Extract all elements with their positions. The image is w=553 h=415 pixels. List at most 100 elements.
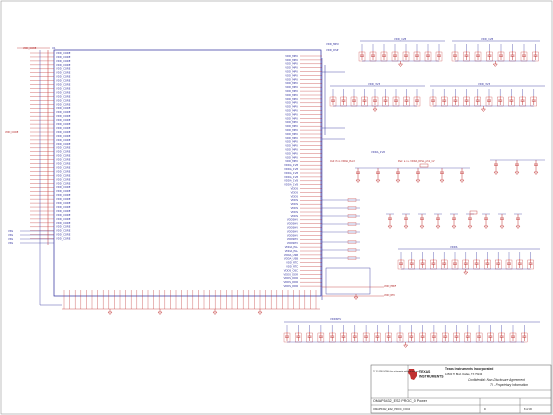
- capacitor-icon: [442, 331, 448, 342]
- capacitor-icon: [497, 95, 503, 106]
- resistor-icon: [347, 256, 357, 260]
- resistor-icon: [347, 214, 357, 218]
- right-pin-label: VDDS_DDR: [283, 284, 298, 288]
- capacitor-icon: [467, 213, 473, 224]
- capacitor-icon: [451, 213, 457, 224]
- left-pin-label: VDD_CORE: [56, 142, 71, 146]
- capacitor-icon: [341, 331, 346, 342]
- capacitor-icon: [284, 331, 290, 342]
- left-pin-label: VDD_CORE: [56, 193, 71, 197]
- capacitor-icon: [307, 331, 312, 342]
- left-pin-label: VDD_CORE: [56, 98, 71, 102]
- capacitor-icon: [362, 95, 367, 106]
- capacitor-icon: [486, 95, 492, 106]
- right-pin-label: VDD_MPU: [285, 62, 298, 66]
- ground-icon: [451, 222, 457, 229]
- capacitor-icon: [351, 95, 357, 106]
- left-pin-label: VDD_CORE: [56, 162, 71, 166]
- ground-icon: [439, 176, 445, 183]
- capacitor-icon: [475, 50, 481, 61]
- left-pin-label: VDD_CORE: [56, 126, 71, 130]
- capacitor-icon: [404, 95, 409, 106]
- left-pin-label: VDD_CORE: [56, 118, 71, 122]
- left-pin-label: VDD_CORE: [56, 90, 71, 94]
- out-b-label: VDD_RTC: [384, 294, 395, 297]
- left-pin-label: VDD_CORE: [56, 201, 71, 205]
- right-pin-label: VDDSHV: [287, 218, 298, 222]
- left-pin-label: VDD_CORE: [56, 114, 71, 118]
- left-signal-label: VSS: [8, 229, 13, 233]
- resistor-icon: [347, 240, 357, 244]
- address: 12500 TI Blvd. Dallas, TX 75243: [445, 372, 483, 376]
- capacitor-icon: [485, 258, 490, 269]
- cap-bank-d: [429, 89, 537, 112]
- logo-text-2: INSTRUMENTS: [419, 375, 444, 379]
- right-pin-label: VDDA_USB: [284, 257, 298, 261]
- capacitor-icon: [510, 331, 516, 342]
- left-pin-label: VDD_CORE: [56, 185, 71, 189]
- ground-icon: [415, 176, 421, 183]
- capacitor-icon: [370, 50, 376, 61]
- disclaimer: TI TO PROVIDE this schematic without war…: [373, 370, 421, 373]
- capacitor-icon: [517, 258, 523, 269]
- capacitor-icon: [398, 258, 404, 269]
- ground-icon: [403, 341, 408, 348]
- right-pin-label: VDDS: [291, 194, 299, 198]
- capacitor-icon: [499, 213, 505, 224]
- left-pin-label: VDD_CORE: [56, 205, 71, 209]
- small-filter-row: [386, 210, 522, 229]
- capacitor-icon: [498, 50, 504, 61]
- left-pin-label: VDD_CORE: [56, 106, 71, 110]
- capacitor-icon: [295, 331, 301, 342]
- left-rail-label: VDD_CORE: [5, 131, 19, 134]
- ground-icon: [353, 293, 359, 300]
- right-pin-label: VDDS: [291, 187, 299, 191]
- capacitor-icon: [341, 95, 346, 106]
- confidential-line-1: Confidential: Non-Disclosure Agreement: [468, 378, 525, 382]
- ground-icon: [157, 308, 163, 315]
- ground-icon: [403, 222, 409, 229]
- capacitor-icon: [506, 258, 512, 269]
- right-pin-label: VDD_MPU: [285, 151, 298, 155]
- capacitor-icon: [452, 258, 458, 269]
- right-pin-label: VDD_MPU: [285, 81, 298, 85]
- right-pin-label: VDD_MPU: [285, 73, 298, 77]
- left-pin-label: VDD_CORE: [56, 134, 71, 138]
- capacitor-icon: [363, 331, 369, 342]
- ground-icon: [355, 176, 361, 183]
- right-pin-label: VDD_MPU: [285, 148, 298, 152]
- sheet-title: OMAP5432_ES2 PROC_0 Power: [373, 399, 428, 403]
- right-pin-label: VDDS: [291, 198, 299, 202]
- right-pin-label: VDD_MPU: [285, 109, 298, 113]
- capacitor-icon: [430, 95, 436, 106]
- ground-icon: [463, 268, 469, 275]
- capacitor-icon: [441, 258, 447, 269]
- capacitor-icon: [386, 331, 392, 342]
- capacitor-icon: [459, 167, 465, 178]
- capacitor-icon: [483, 213, 489, 224]
- right-pin-label: VDD_MPU: [285, 112, 298, 116]
- capacitor-icon: [493, 159, 499, 170]
- left-pin-label: VDD_CORE: [56, 150, 71, 154]
- left-pin-label: VDD_CORE: [56, 79, 71, 83]
- left-pin-label: VDD_CORE: [56, 94, 71, 98]
- right-pin-column: VDD_MPUVDD_MPUVDD_MPUVDD_MPUVDD_MPUVDD_M…: [283, 54, 322, 288]
- cap-bank-c-label: VDD_3V3: [368, 82, 380, 86]
- cap-bank-c: [329, 89, 421, 112]
- company-name: Texas Instruments Incorporated: [445, 367, 493, 371]
- ground-icon: [375, 176, 381, 183]
- right-pin-label: VDD_MPU: [285, 93, 298, 97]
- capacitor-icon: [463, 258, 469, 269]
- capacitor-icon: [352, 331, 358, 342]
- left-pin-label: VDD_CORE: [56, 225, 71, 229]
- right-pin-label: VDDS: [291, 190, 299, 194]
- right-pin-label: VDD_MPU: [285, 89, 298, 93]
- capacitor-icon: [436, 50, 442, 61]
- cap-bank-f: [283, 325, 528, 348]
- left-pin-label: VDD_CORE: [56, 71, 71, 75]
- left-pin-label: VDD_CORE: [56, 75, 71, 79]
- out-a-label: VDD_EMIF: [384, 285, 397, 288]
- dsp-rail-label: VDD_DSP: [326, 48, 339, 52]
- resistor-icon: [347, 248, 357, 252]
